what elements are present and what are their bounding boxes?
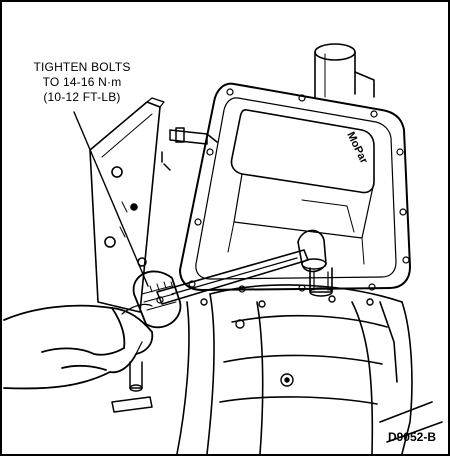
filler-tube <box>161 127 218 171</box>
callout-line-1: TIGHTEN BOLTS <box>33 60 131 74</box>
lower-stud <box>111 361 153 413</box>
torque-callout: TIGHTEN BOLTS TO 14-16 N·m (10-12 FT-LB) <box>12 60 152 105</box>
pan-stamp: MoPar <box>344 130 370 166</box>
transmission-case <box>176 284 443 454</box>
shift-tube <box>314 43 375 98</box>
technician-hand <box>3 303 154 390</box>
callout-line-2: TO 14-16 N·m <box>42 75 122 89</box>
case-bolts <box>200 295 374 387</box>
callout-leader-line <box>73 111 149 287</box>
bracket-plate <box>89 97 165 313</box>
callout-line-3: (10-12 FT-LB) <box>43 90 121 104</box>
figure-id: D9052-B <box>387 430 436 444</box>
torque-wrench <box>132 229 333 329</box>
oil-pan <box>179 82 411 293</box>
pan-bolts <box>188 88 410 293</box>
